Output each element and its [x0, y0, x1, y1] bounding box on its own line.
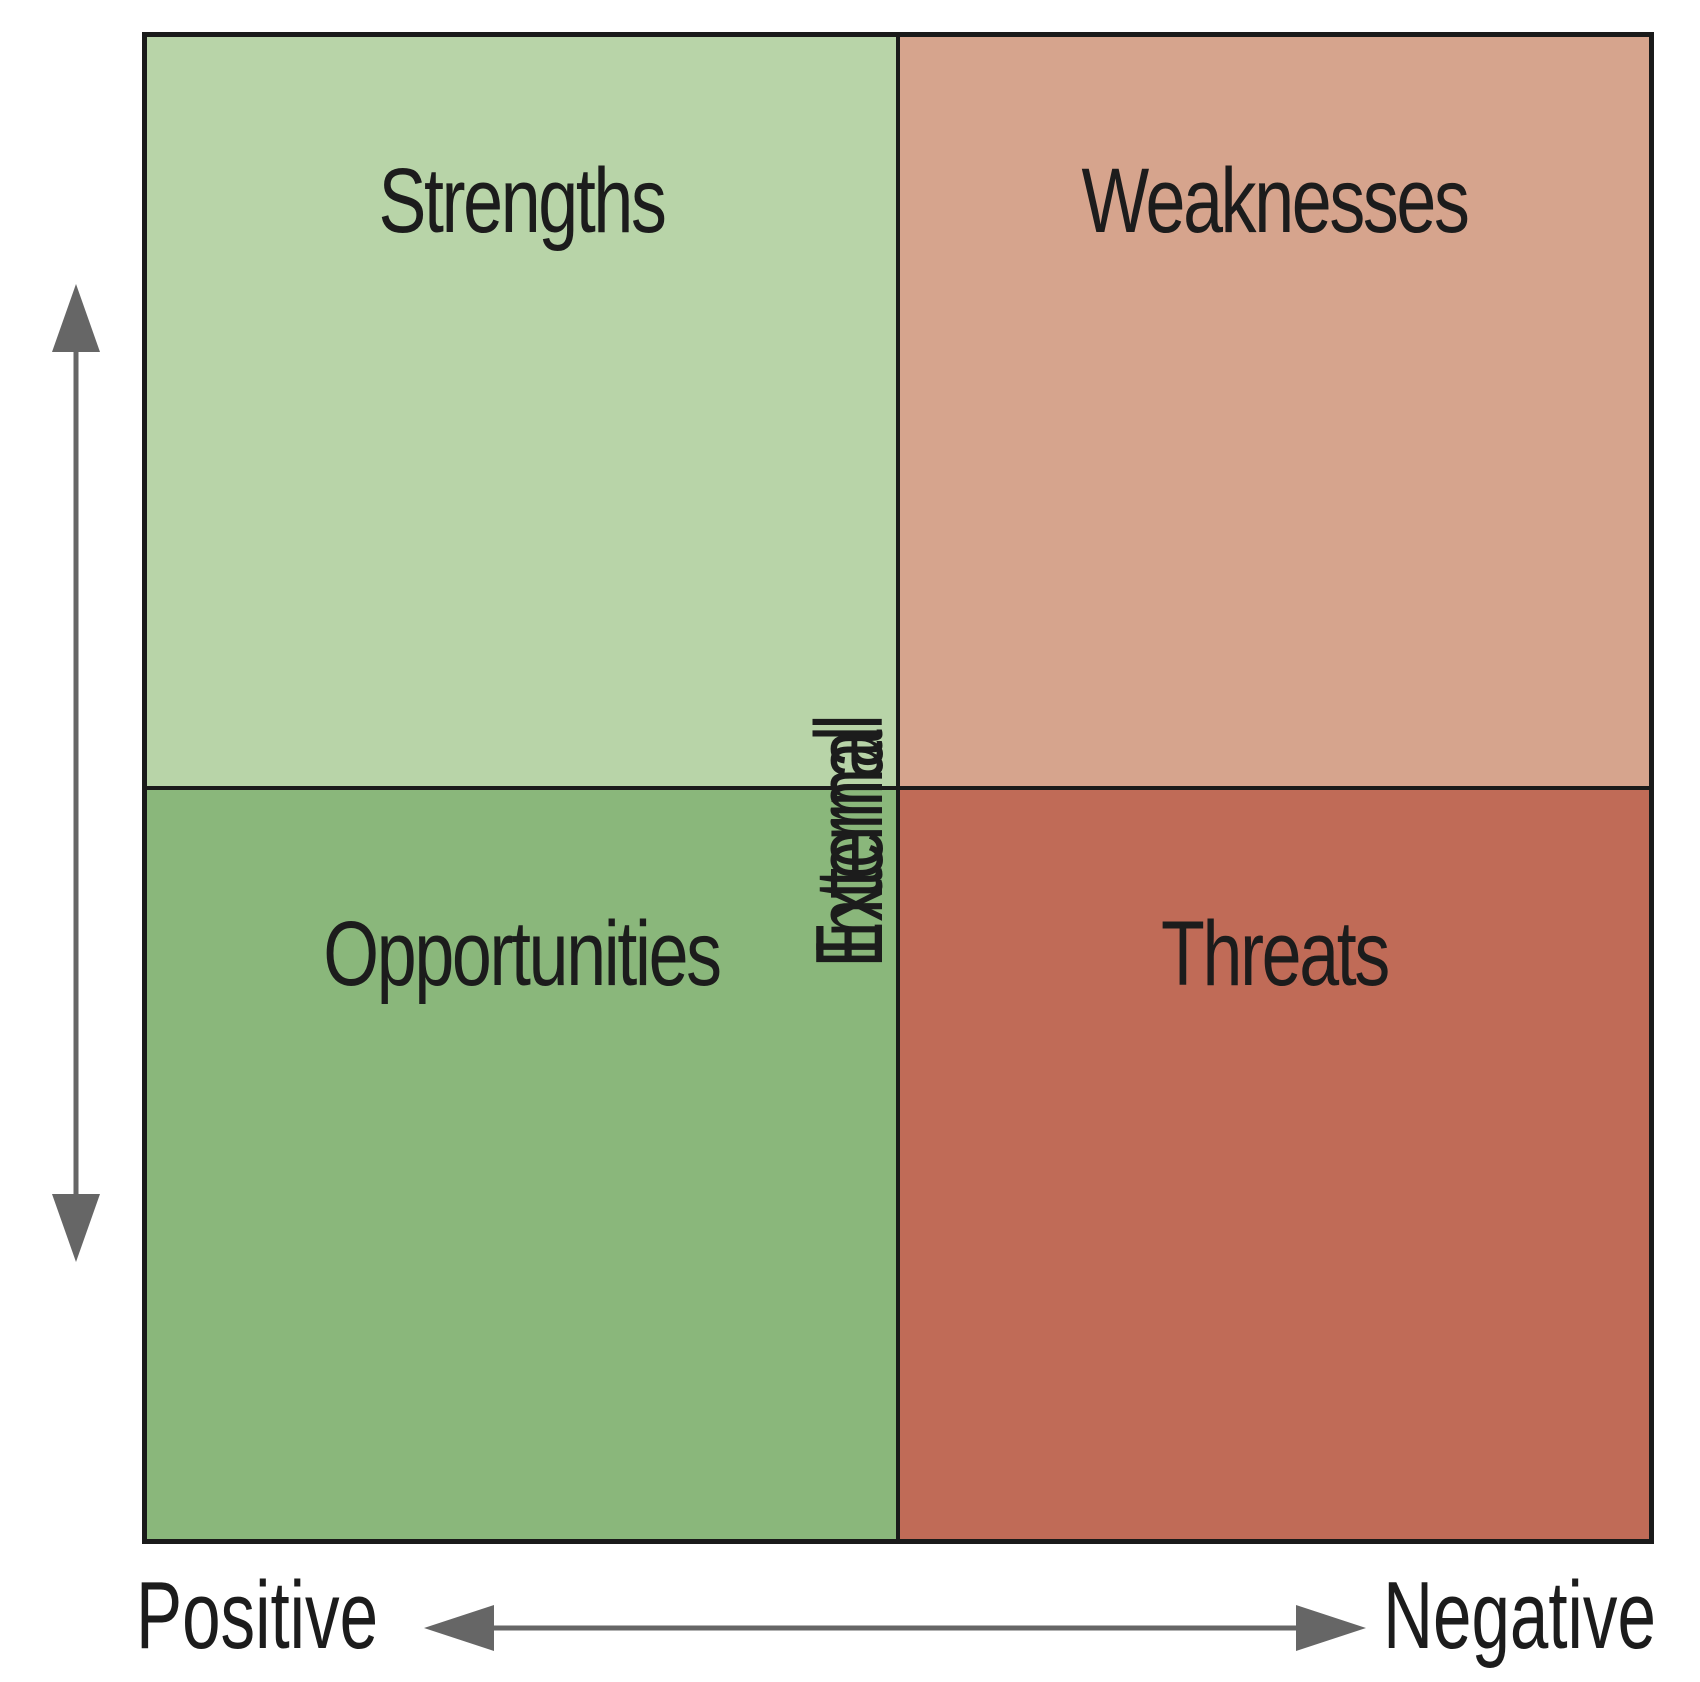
axis-label-internal-wrap: Internal [0, 0, 903, 957]
quadrant-strengths: Strengths [147, 37, 898, 788]
swot-grid: Strengths Weaknesses Opportunities Threa… [142, 32, 1654, 1544]
quadrant-label-opportunities: Opportunities [323, 903, 722, 1005]
axis-label-negative: Negative [1383, 1562, 1656, 1669]
arrow-right-icon [1296, 1605, 1366, 1651]
quadrant-weaknesses: Weaknesses [898, 37, 1649, 788]
quadrant-opportunities: Opportunities [147, 788, 898, 1539]
axis-label-external: External [796, 714, 903, 968]
quadrant-label-strengths: Strengths [378, 150, 666, 252]
horizontal-double-arrow-icon [424, 1605, 1366, 1651]
axis-label-positive: Positive [136, 1562, 379, 1669]
quadrant-threats: Threats [898, 788, 1649, 1539]
quadrant-label-weaknesses: Weaknesses [1081, 150, 1469, 252]
quadrant-label-threats: Threats [1161, 903, 1390, 1005]
arrow-left-icon [424, 1605, 494, 1651]
arrow-down-icon [52, 1194, 100, 1262]
axis-label-external-wrap: External [0, 230, 903, 968]
